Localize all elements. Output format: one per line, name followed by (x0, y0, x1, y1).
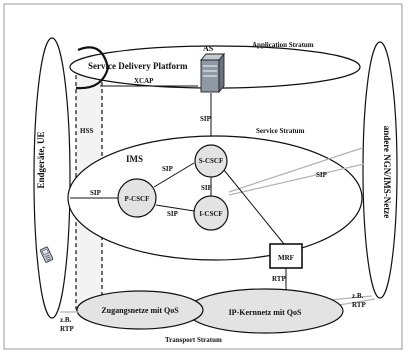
i-cscf-node (193, 195, 229, 231)
access-networks-ellipse (76, 290, 204, 330)
s-cscf-node (194, 144, 228, 178)
s-cscf-label: S-CSCF (199, 157, 224, 165)
p-cscf-label: P-CSCF (125, 195, 150, 203)
other-networks-ellipse (362, 41, 398, 299)
mrf-node (269, 243, 303, 269)
rtp-left-line-2: RTP (60, 325, 74, 333)
sip-other-link-2 (228, 147, 363, 193)
rtp-mrf-label: RTP (272, 275, 286, 283)
rtp-right-label: z.B. RTP (352, 292, 366, 309)
user-equipment-label: Endgeräte, UE (36, 132, 46, 189)
sip-ue-label: SIP (90, 189, 102, 197)
sdp-hss-link (75, 46, 110, 90)
rtp-left-line-1: z.B. (60, 316, 72, 324)
s-cscf-mrf-link (223, 169, 285, 245)
user-equipment-ellipse (33, 37, 71, 319)
rtp-right-line-2: RTP (352, 301, 366, 309)
sip-p-i-link (155, 204, 195, 212)
xcap-label: XCAP (134, 77, 154, 85)
hss-label: HSS (80, 127, 93, 135)
server-icon (200, 52, 225, 94)
rtp-other-link (329, 295, 373, 301)
p-cscf-node (117, 178, 157, 218)
application-stratum-label: Application Stratum (252, 41, 314, 49)
diagram-frame (3, 3, 403, 350)
i-cscf-label: I-CSCF (199, 210, 222, 218)
rtp-left-label: z.B. RTP (60, 316, 74, 333)
service-stratum-label: Service Stratum (256, 127, 305, 135)
ims-label: IMS (126, 154, 143, 164)
sip-p-i-label: SIP (167, 210, 179, 218)
sip-other-label: SIP (316, 171, 328, 179)
mobile-phone-icon (39, 246, 54, 263)
sip-other-link (228, 163, 365, 196)
sip-as-label: SIP (200, 115, 212, 123)
mrf-label: MRF (278, 254, 294, 262)
rtp-right-line-1: z.B. (352, 292, 364, 300)
sip-p-s-link (153, 162, 195, 188)
transport-stratum-label: Transport Stratum (165, 336, 222, 344)
sip-p-s-label: SIP (162, 165, 174, 173)
other-networks-label: andere NGN/IMS-Netze (382, 126, 392, 219)
sip-s-i-label: SIP (201, 184, 213, 192)
access-networks-label: Zugangsnetze mit QoS (101, 306, 179, 315)
ip-core-label: IP-Kernnetz mit QoS (229, 308, 302, 317)
as-label: AS (203, 44, 214, 53)
service-delivery-platform-label: Service Delivery Platform (88, 61, 188, 71)
